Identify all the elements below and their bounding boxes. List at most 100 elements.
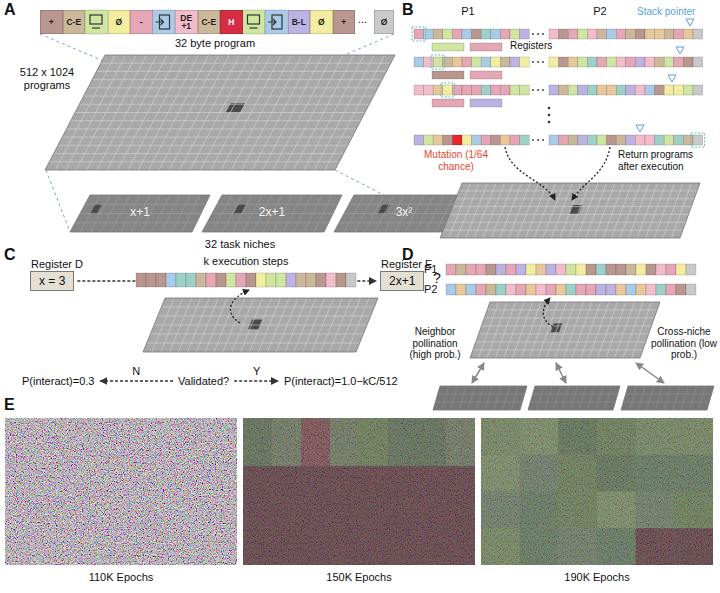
text-node: Validated? [176,373,231,389]
grid-line [154,325,367,326]
instruction-cell [476,284,486,295]
instruction-cell [559,135,569,145]
instruction-text: B-L [292,18,306,27]
node-text: 2x+1 [389,274,415,288]
label-text: 512 x 1024 programs [6,66,88,91]
instruction-cell [481,135,491,145]
instruction-cell [433,57,443,67]
double-arrow [472,363,484,383]
instruction-byte: C-E [198,10,221,34]
instruction-text: H [228,18,234,27]
instruction-cell [433,85,443,95]
instruction-icon [243,10,266,34]
grid-line [571,386,578,410]
instruction-cell [664,29,674,39]
grid-fill [143,298,378,352]
grid-line [459,386,466,410]
grid-line [58,145,348,146]
grid-line [484,318,654,319]
instruction-cell [486,284,496,295]
instruction-cell [693,29,703,39]
edge-label: Y [251,365,262,378]
dotted-arrow [505,147,555,200]
grid-line [476,342,646,343]
projection-line [46,170,70,232]
instruction-cell [424,85,434,95]
instruction-cell [616,29,626,39]
label-text: P2 [424,283,437,296]
instruction-icon [153,10,176,34]
grid-border [143,298,378,352]
grid-line [85,204,206,205]
grid-fill [470,302,660,358]
grid-line [453,206,692,207]
dotted-arrow [572,147,610,200]
instruction-cell [526,264,536,275]
grid-line [681,386,688,410]
grid-line [538,302,558,358]
grid-line [504,302,524,358]
instruction-cell [674,85,684,95]
instruction-cell [683,57,693,67]
grid-line [564,302,584,358]
instruction-cell [616,85,626,95]
selected-cell [226,103,245,112]
pollination-arrows [472,363,664,383]
grid-line [664,386,671,410]
program-pair [414,47,703,79]
instruction-cell [510,29,520,39]
instruction-byte: H [220,10,243,34]
grid-line [349,204,470,205]
instruction-cell [491,57,501,67]
instruction-cell [666,264,676,275]
grid-line [503,386,510,410]
stack-pointer [636,125,644,132]
grid-line [473,350,643,351]
instruction-cell [645,57,655,67]
instruction-cell [549,29,559,39]
instruction-cell [693,57,703,67]
panel-letter: C [4,246,16,264]
instruction-cell [306,273,316,287]
instruction-cell [296,273,306,287]
instruction-cell [236,273,246,287]
instruction-cell [549,57,559,67]
instruction-icon [85,10,108,34]
grid-line [147,343,360,344]
box-icon [268,19,276,25]
grid-line [54,153,344,154]
connector-arrow [99,380,173,381]
instruction-cell [586,284,596,295]
grid-line [605,386,612,410]
instruction-cell [645,29,655,39]
instruction-cell [646,264,656,275]
instruction-cell [491,29,501,39]
instruction-cell [566,284,576,295]
grid-line [654,183,674,238]
grid-border [470,302,660,358]
instruction-cell [481,85,491,95]
register-box: Register Dx = 3 [30,271,74,291]
selected-cell [90,204,102,213]
register [470,71,502,79]
label-text: 32 task niches [205,238,275,251]
instruction-cell [526,284,536,295]
epoch-images [5,418,713,565]
program-grid [45,55,395,170]
label-text: 3x² [396,206,413,220]
grid-line [150,334,363,335]
grid-line [537,386,544,410]
grid-line [466,183,488,238]
grid-line [569,183,590,238]
instruction-cell [568,135,578,145]
panel-letter: A [4,1,16,19]
instruction-cell [462,57,472,67]
grid-line [551,183,572,238]
grid-line [534,183,555,238]
register-name: Register D [31,258,83,270]
instruction-cell [456,264,466,275]
instruction-cell [546,264,556,275]
instruction-pointer [412,27,426,41]
dotted-arrow [230,290,249,323]
